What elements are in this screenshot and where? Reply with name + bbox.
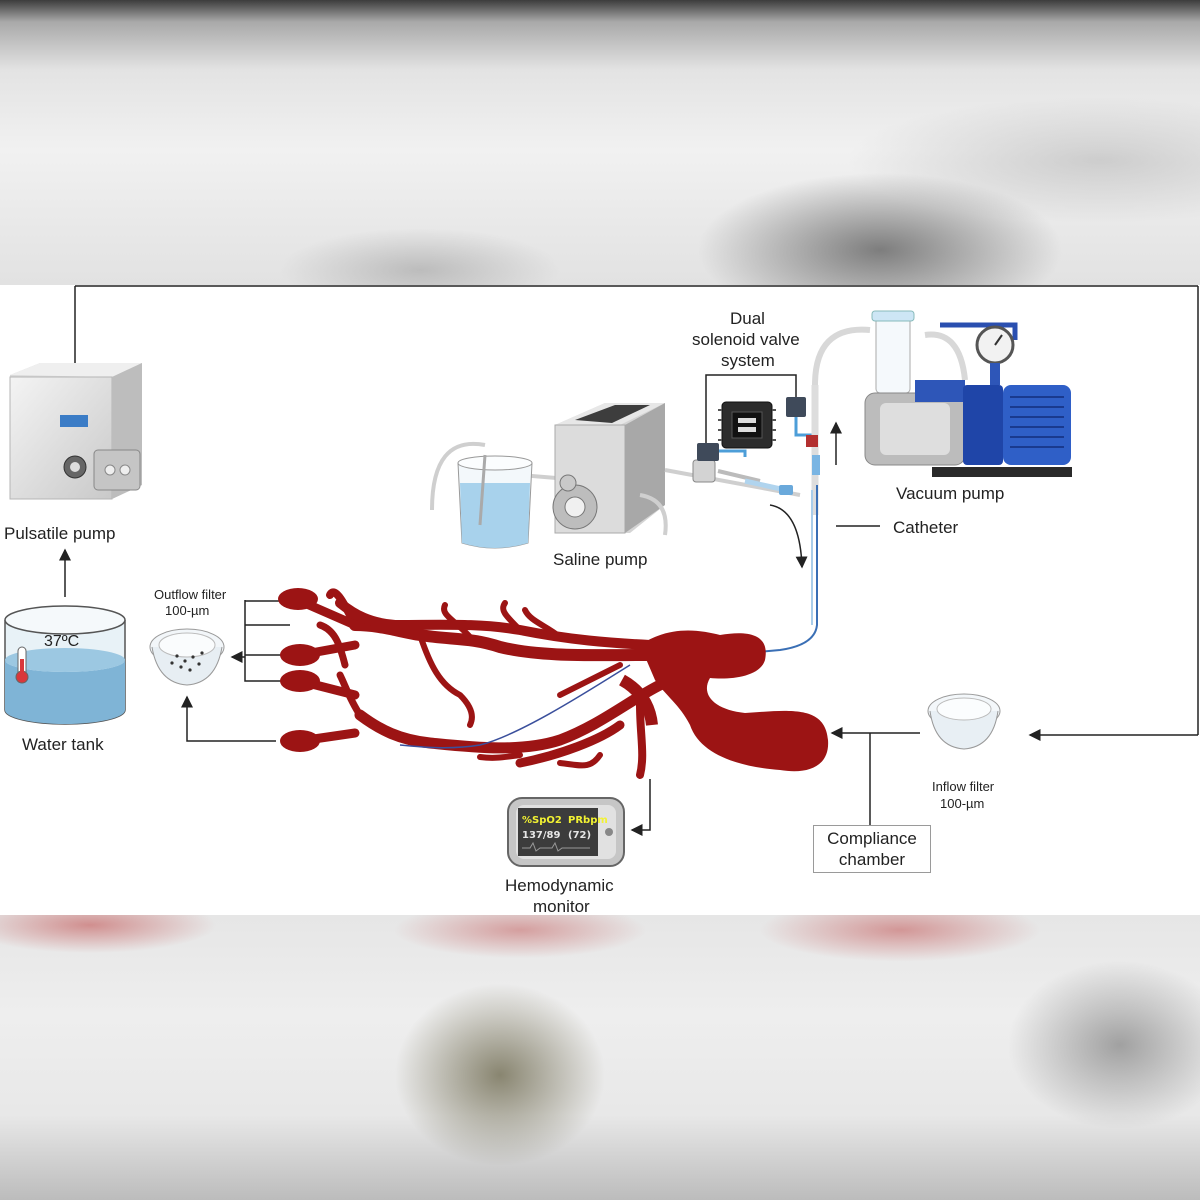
outflow-filter-title: Outflow filter bbox=[154, 587, 227, 602]
line-to-tank bbox=[181, 695, 276, 742]
vacuum-pump-label: Vacuum pump bbox=[896, 484, 1005, 503]
compliance-label-line1: Compliance bbox=[827, 829, 917, 848]
solenoid-label-line1: Dual bbox=[730, 309, 765, 328]
hemodynamic-label-line2: monitor bbox=[533, 897, 590, 916]
compliance-chamber-box: Compliance chamber bbox=[813, 825, 931, 873]
water-tank-label: Water tank bbox=[22, 735, 104, 754]
pulsatile-pump bbox=[9, 363, 142, 500]
water-tank bbox=[4, 605, 126, 725]
saline-pump-label: Saline pump bbox=[553, 550, 648, 569]
solenoid-label-line2: solenoid valve bbox=[692, 330, 800, 349]
hemodynamic-label-line1: Hemodynamic bbox=[505, 876, 614, 895]
vascular-model bbox=[295, 588, 666, 779]
monitor-spo2-label: %SpO2 bbox=[522, 815, 562, 826]
catheter-label: Catheter bbox=[893, 518, 959, 537]
catheter-in-vessel bbox=[399, 664, 631, 749]
bracket-outflow bbox=[244, 600, 290, 682]
monitor-pr-value: (72) bbox=[568, 830, 591, 841]
catheter-manifold bbox=[699, 326, 968, 658]
monitor-pr-label: PRbpm bbox=[568, 815, 608, 826]
perfusion-circuit-diagram: %SpO2 PRbpm 137/89 (72) Pulsatile pump 3… bbox=[0, 285, 1200, 916]
line-saline-arrow bbox=[769, 504, 808, 569]
line-to-monitor bbox=[630, 779, 651, 836]
blurred-background-top bbox=[0, 0, 1200, 285]
line-solenoid bbox=[705, 374, 797, 445]
outflow-filter bbox=[149, 628, 225, 686]
solenoid-valve-system bbox=[697, 397, 812, 461]
compliance-label-line2: chamber bbox=[838, 850, 906, 869]
saline-tubing bbox=[664, 459, 801, 497]
saline-beaker bbox=[430, 441, 641, 549]
panel-border bbox=[75, 285, 1199, 735]
vascular-model-bulbs bbox=[278, 588, 829, 772]
diagram-canvas: %SpO2 PRbpm 137/89 (72) bbox=[4, 285, 1199, 867]
inflow-filter bbox=[927, 693, 1001, 750]
blurred-background-bottom bbox=[0, 915, 1200, 1200]
inflow-filter-title: Inflow filter bbox=[932, 779, 995, 794]
water-temp-label: 37ºC bbox=[44, 633, 80, 650]
saline-pump bbox=[552, 403, 668, 536]
vacuum-pump bbox=[864, 310, 1072, 477]
solenoid-label-line3: system bbox=[721, 351, 775, 370]
inflow-filter-size: 100-µm bbox=[940, 796, 985, 811]
outflow-filter-size: 100-µm bbox=[165, 603, 210, 618]
hemodynamic-monitor: %SpO2 PRbpm 137/89 (72) bbox=[507, 797, 625, 867]
circuit-lines bbox=[59, 286, 1198, 836]
monitor-bp-value: 137/89 bbox=[522, 830, 560, 841]
pulsatile-pump-label: Pulsatile pump bbox=[4, 524, 116, 543]
